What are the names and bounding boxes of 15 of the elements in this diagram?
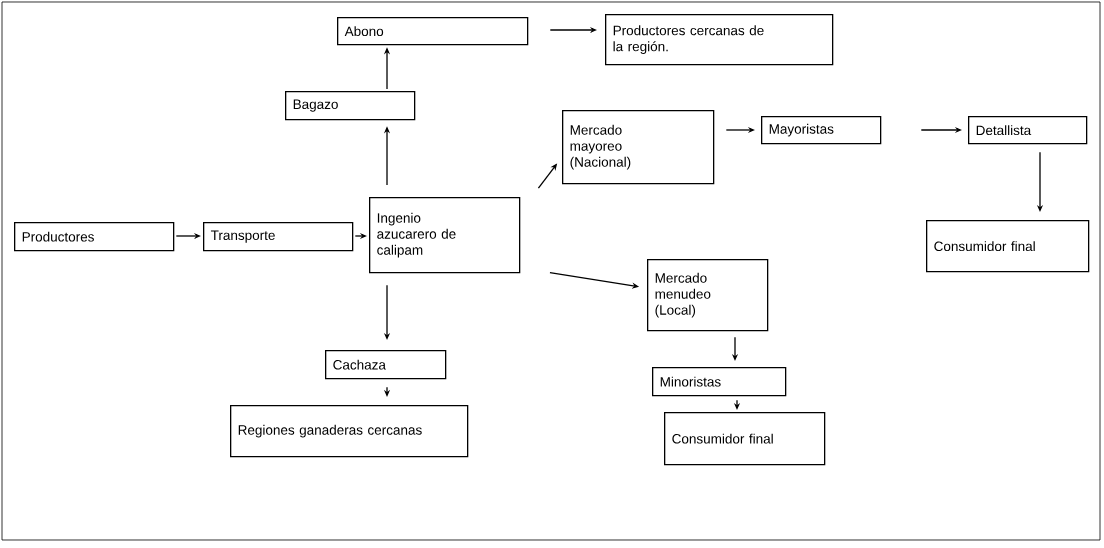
- process-box: Mayoristas: [761, 116, 882, 145]
- process-box: Mercado mayoreo (Nacional): [562, 110, 715, 185]
- process-box: Mercado menudeo (Local): [647, 259, 769, 332]
- process-box: Consumidor final: [664, 412, 826, 466]
- process-box: Minoristas: [652, 367, 787, 397]
- process-box: Productores: [14, 222, 175, 252]
- process-box: Ingenio azucarero de calipam: [369, 197, 521, 274]
- process-box: Transporte: [203, 222, 354, 252]
- process-box: Productores cercanas de la región.: [605, 14, 834, 66]
- process-box: Bagazo: [285, 91, 416, 121]
- process-box: Abono: [337, 17, 529, 46]
- process-box: Detallista: [968, 116, 1088, 145]
- process-box: Cachaza: [325, 350, 447, 380]
- process-box: Regiones ganaderas cercanas: [230, 405, 469, 458]
- process-box: Consumidor final: [926, 220, 1090, 273]
